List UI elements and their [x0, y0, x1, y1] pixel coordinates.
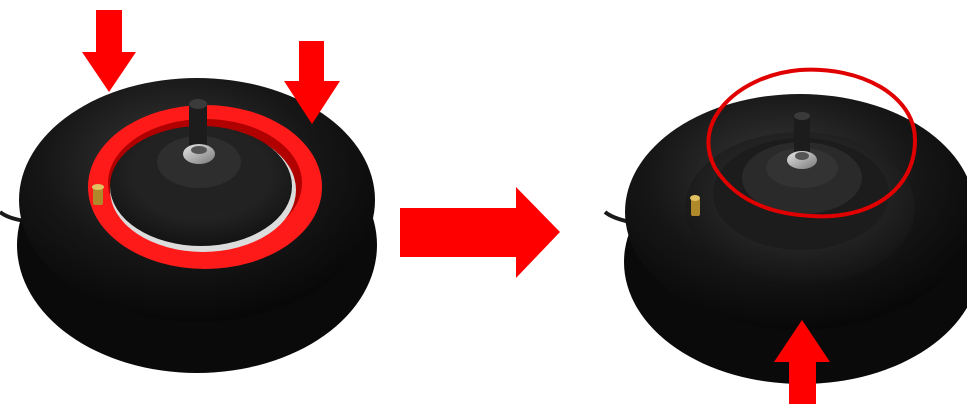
axle-top-right	[794, 112, 810, 120]
wheel-left	[0, 78, 377, 373]
valve-left	[92, 184, 104, 205]
down-arrow-icon	[82, 10, 136, 92]
valve-right	[690, 195, 700, 216]
wheel-right	[605, 70, 967, 384]
axle-top-left	[189, 99, 207, 109]
nut-hole-right	[795, 152, 809, 160]
right-arrow-icon	[400, 187, 560, 278]
nut-hole-left	[191, 146, 207, 154]
